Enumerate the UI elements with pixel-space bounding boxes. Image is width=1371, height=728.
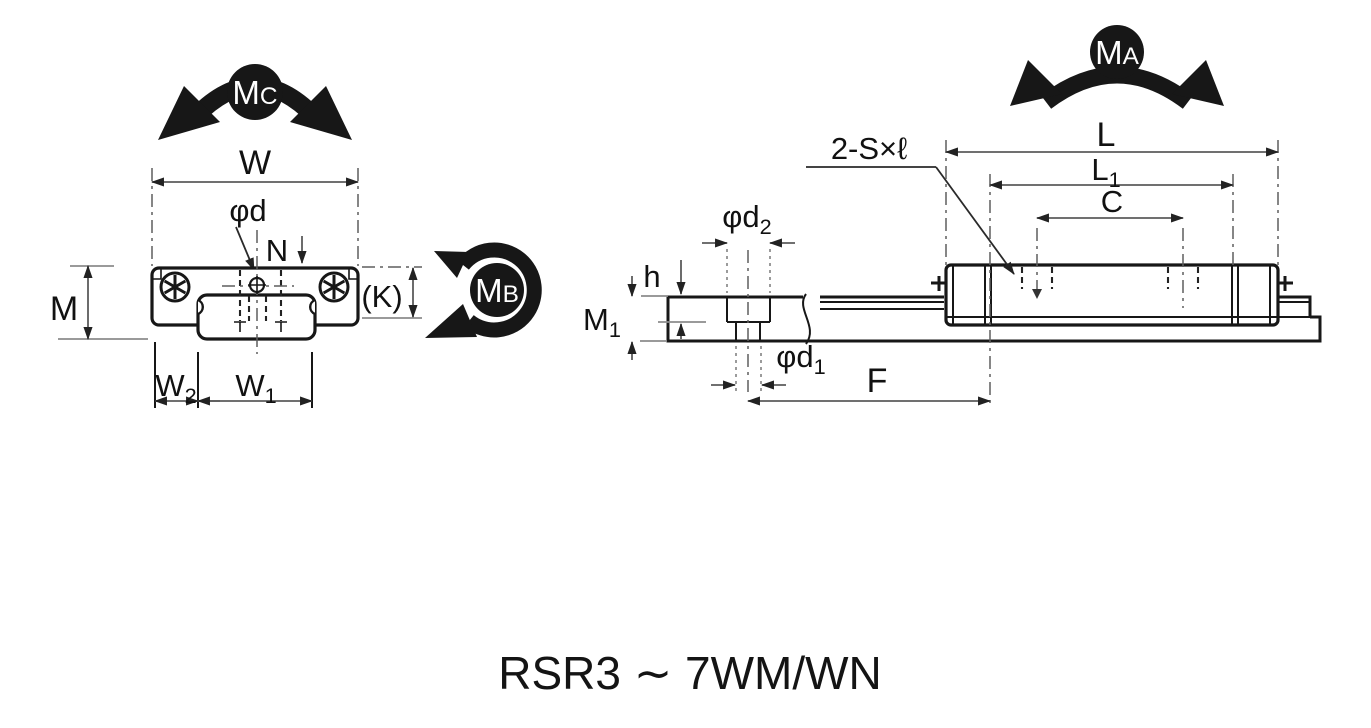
dim-screw-callout: 2-S×ℓ [806,131,1015,275]
grease-hole-right [1277,276,1293,291]
block-corner-notch-right [348,268,358,280]
grease-hole-left [931,276,947,291]
dim-phi-d-label: φd [229,193,266,228]
mb-arrowhead-top [434,251,469,278]
moment-mc-symbol: MC [158,64,352,140]
dim-L1: L1 [988,152,1235,268]
mb-arrowhead-bottom [425,304,477,338]
rail-groove-left [197,298,204,316]
hidden-hole-lines-front [234,270,287,332]
dim-M-label: M [50,290,78,328]
dim-M1-label: M1 [583,302,621,342]
dim-L1-label: L1 [1091,152,1120,192]
dim-phi-d2-label: φd2 [722,199,771,239]
dim-N-label: N [266,233,288,268]
dim-h: h [643,259,706,339]
mc-arrowhead-left [158,86,220,140]
moment-mc-label: MC [232,74,277,111]
ma-arrowhead-left [1010,60,1062,106]
dim-M1: M1 [583,276,668,360]
dim-screw-label: 2-S×ℓ [831,131,907,166]
dim-phi-d2: φd2 [702,199,795,293]
rail-groove-right [309,298,316,316]
block-hole-center-tick [1032,289,1042,299]
ball-left [159,271,191,303]
dim-W2-label: W2 [155,368,196,408]
model-caption: RSR3 ∼ 7WM/WN [498,647,882,699]
block-corner-notch-left [152,268,162,280]
moment-ma-symbol: MA [1010,25,1224,109]
dim-phi-d1: φd1 [711,339,826,391]
hidden-mount-holes-side [1020,267,1200,289]
rail-break-line [802,293,811,345]
moment-ma-label: MA [1095,34,1140,71]
dim-W2-W1: W2 W1 [153,342,314,408]
mc-arrowhead-right [290,86,352,140]
ma-arrowhead-right [1172,60,1224,106]
dim-L: L [944,116,1280,268]
moment-mb-label: MB [475,272,519,309]
dim-W1-label: W1 [235,368,276,408]
dim-F: F [746,362,992,406]
center-hole-front [248,276,266,294]
ball-right [318,271,350,303]
dim-C-label: C [1101,184,1123,219]
rail-outline-side [666,293,1322,345]
dim-W-label: W [239,144,271,182]
dim-K: (K) [361,266,422,319]
dim-h-label: h [643,259,660,294]
dim-phi-d1-label: φd1 [776,339,825,379]
front-view: MC W φd N [50,64,542,408]
dim-W: W [150,144,360,266]
dim-C: C [1035,184,1185,223]
dim-F-label: F [867,362,888,400]
moment-mb-symbol: MB [425,242,542,338]
dim-M: M [50,264,148,341]
dim-K-label: (K) [361,279,402,314]
dim-L-label: L [1097,116,1116,154]
side-view: MA 2-S×ℓ [583,25,1322,406]
block-outline-side [931,263,1293,327]
dim-phi-d: φd [229,193,267,271]
